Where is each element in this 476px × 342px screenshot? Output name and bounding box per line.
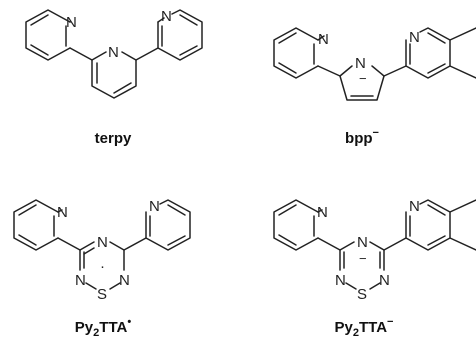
- label-bpp: bpp−: [345, 127, 379, 147]
- label-py2tta-anion-rest: TTA: [359, 319, 387, 336]
- label-py2tta-radical-sub: 2: [93, 327, 99, 339]
- terpy-n-center: N: [108, 44, 119, 61]
- terpy-n-right: N: [161, 8, 172, 25]
- bpp-negative-charge: −: [359, 71, 367, 86]
- py2tta-anion-n-low-left: N: [335, 272, 346, 289]
- label-py2tta-radical-sup: •: [127, 316, 131, 328]
- terpy-n-left: N: [66, 14, 77, 31]
- structure-bpp: [273, 27, 476, 101]
- label-bpp-sup: −: [373, 127, 379, 139]
- label-py2tta-anion-sub: 2: [353, 327, 359, 339]
- py2tta-anion-n-left: N: [317, 204, 328, 221]
- structure-terpy: [25, 9, 203, 99]
- py2tta-radical-dot: ·: [100, 258, 105, 275]
- structure-py2tta-radical: [13, 199, 191, 290]
- py2tta-rad-n-right: N: [149, 198, 160, 215]
- py2tta-anion-s: S: [357, 286, 367, 303]
- label-py2tta-radical: Py2TTA•: [75, 316, 132, 339]
- py2tta-anion-n-top: N: [357, 234, 368, 251]
- bpp-n-right: N: [409, 29, 420, 46]
- label-bpp-main: bpp: [345, 130, 373, 147]
- label-py2tta-radical-main: Py: [75, 319, 94, 336]
- py2tta-anion-n-low-right: N: [379, 272, 390, 289]
- py2tta-rad-n-low-right: N: [119, 272, 130, 289]
- label-py2tta-radical-rest: TTA: [99, 319, 127, 336]
- py2tta-anion-negative-charge: −: [359, 251, 367, 266]
- py2tta-rad-n-low-left: N: [75, 272, 86, 289]
- bpp-n-left: N: [318, 31, 329, 48]
- bpp-n-center: N: [355, 55, 366, 72]
- py2tta-anion-n-right: N: [409, 198, 420, 215]
- structure-py2tta-anion: [273, 199, 476, 290]
- py2tta-rad-s: S: [97, 286, 107, 303]
- py2tta-rad-n-left: N: [57, 204, 68, 221]
- label-py2tta-anion-main: Py: [335, 319, 354, 336]
- py2tta-rad-n-top: N: [97, 234, 108, 251]
- label-py2tta-anion: Py2TTA−: [335, 316, 394, 339]
- label-py2tta-anion-sup: −: [387, 316, 393, 328]
- label-terpy: terpy: [95, 130, 132, 147]
